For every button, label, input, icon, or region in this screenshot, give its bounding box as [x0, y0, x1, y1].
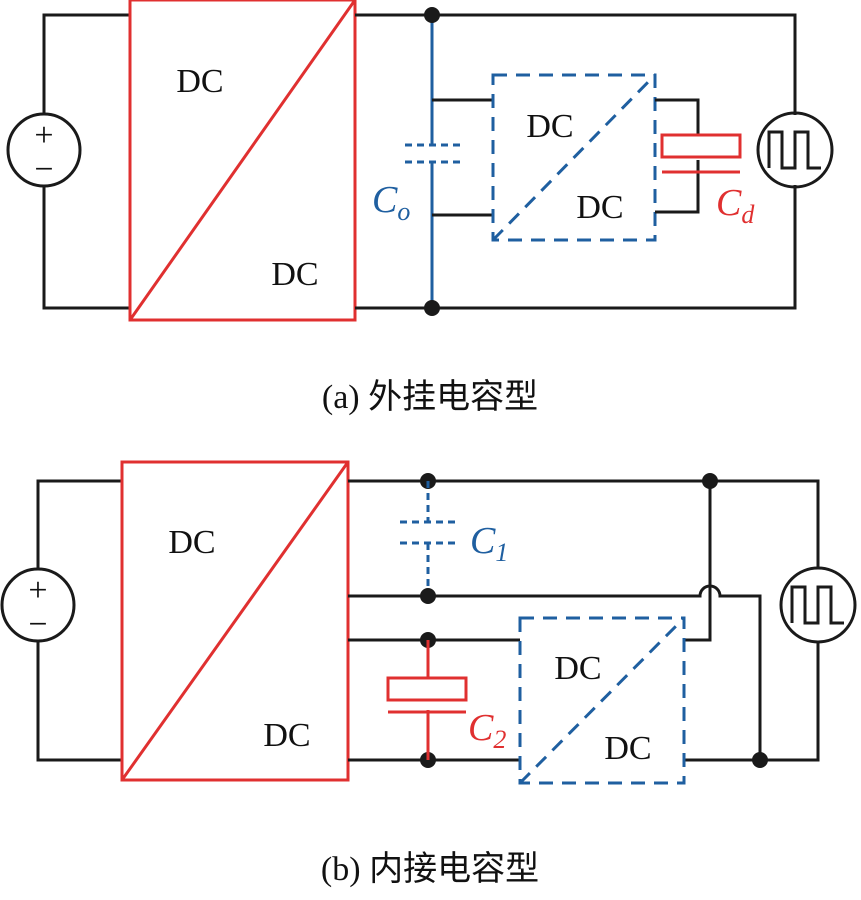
capacitor-c2: C2: [386, 676, 506, 754]
main-converter-label-bottom: DC: [263, 717, 310, 754]
cap-cd-label: Cd: [716, 182, 755, 229]
source-plus-sign: +: [28, 572, 47, 609]
pulse-load-icon: [779, 566, 857, 644]
source-minus-sign: −: [28, 606, 47, 643]
aux-converter-label-top: DC: [554, 650, 601, 687]
cap-c2-label: C2: [468, 707, 506, 754]
wire-a-aux-in: [432, 98, 493, 217]
aux-converter-a: DC DC: [491, 73, 657, 242]
wire-a-bus: [355, 13, 432, 310]
wire-a-right: [432, 13, 797, 310]
wire-b-aux-out-top: [684, 481, 712, 642]
main-converter-label-top: DC: [168, 524, 215, 561]
caption-b: (b) 内接电容型: [321, 850, 539, 888]
aux-converter-b: DC DC: [518, 616, 686, 785]
aux-converter-label-top: DC: [526, 108, 573, 145]
wire-b-left: [36, 479, 122, 762]
main-converter-b: DC DC: [120, 460, 350, 782]
aux-converter-label-bottom: DC: [576, 189, 623, 226]
dc-voltage-source-icon: + −: [0, 567, 76, 643]
diagram-b: + − DC DC C1: [0, 460, 857, 888]
main-converter-label-bottom: DC: [271, 256, 318, 293]
source-plus-sign: +: [34, 117, 53, 154]
diagram-a: + − DC DC Co DC DC: [6, 0, 834, 416]
junction-dot: [752, 752, 768, 768]
capacitor-cd: Cd: [660, 133, 755, 229]
cap-co-label: Co: [372, 179, 410, 226]
capacitor-co: Co: [372, 143, 460, 226]
junction-dot: [424, 300, 440, 316]
source-minus-sign: −: [34, 151, 53, 188]
aux-converter-label-bottom: DC: [604, 730, 651, 767]
main-converter-label-top: DC: [176, 63, 223, 100]
caption-a: (a) 外挂电容型: [322, 378, 538, 416]
cap-c1-label: C1: [470, 520, 508, 567]
junction-dot: [424, 7, 440, 23]
wire-a-left: [42, 13, 130, 310]
capacitor-c1: C1: [400, 520, 508, 567]
wire-a-aux-out: [655, 98, 700, 214]
dc-voltage-source-icon: + −: [6, 112, 82, 188]
pulse-load-icon: [756, 111, 834, 189]
wire-b-top-rail: [348, 479, 820, 762]
main-converter-a: DC DC: [128, 0, 357, 322]
junction-dot: [420, 588, 436, 604]
